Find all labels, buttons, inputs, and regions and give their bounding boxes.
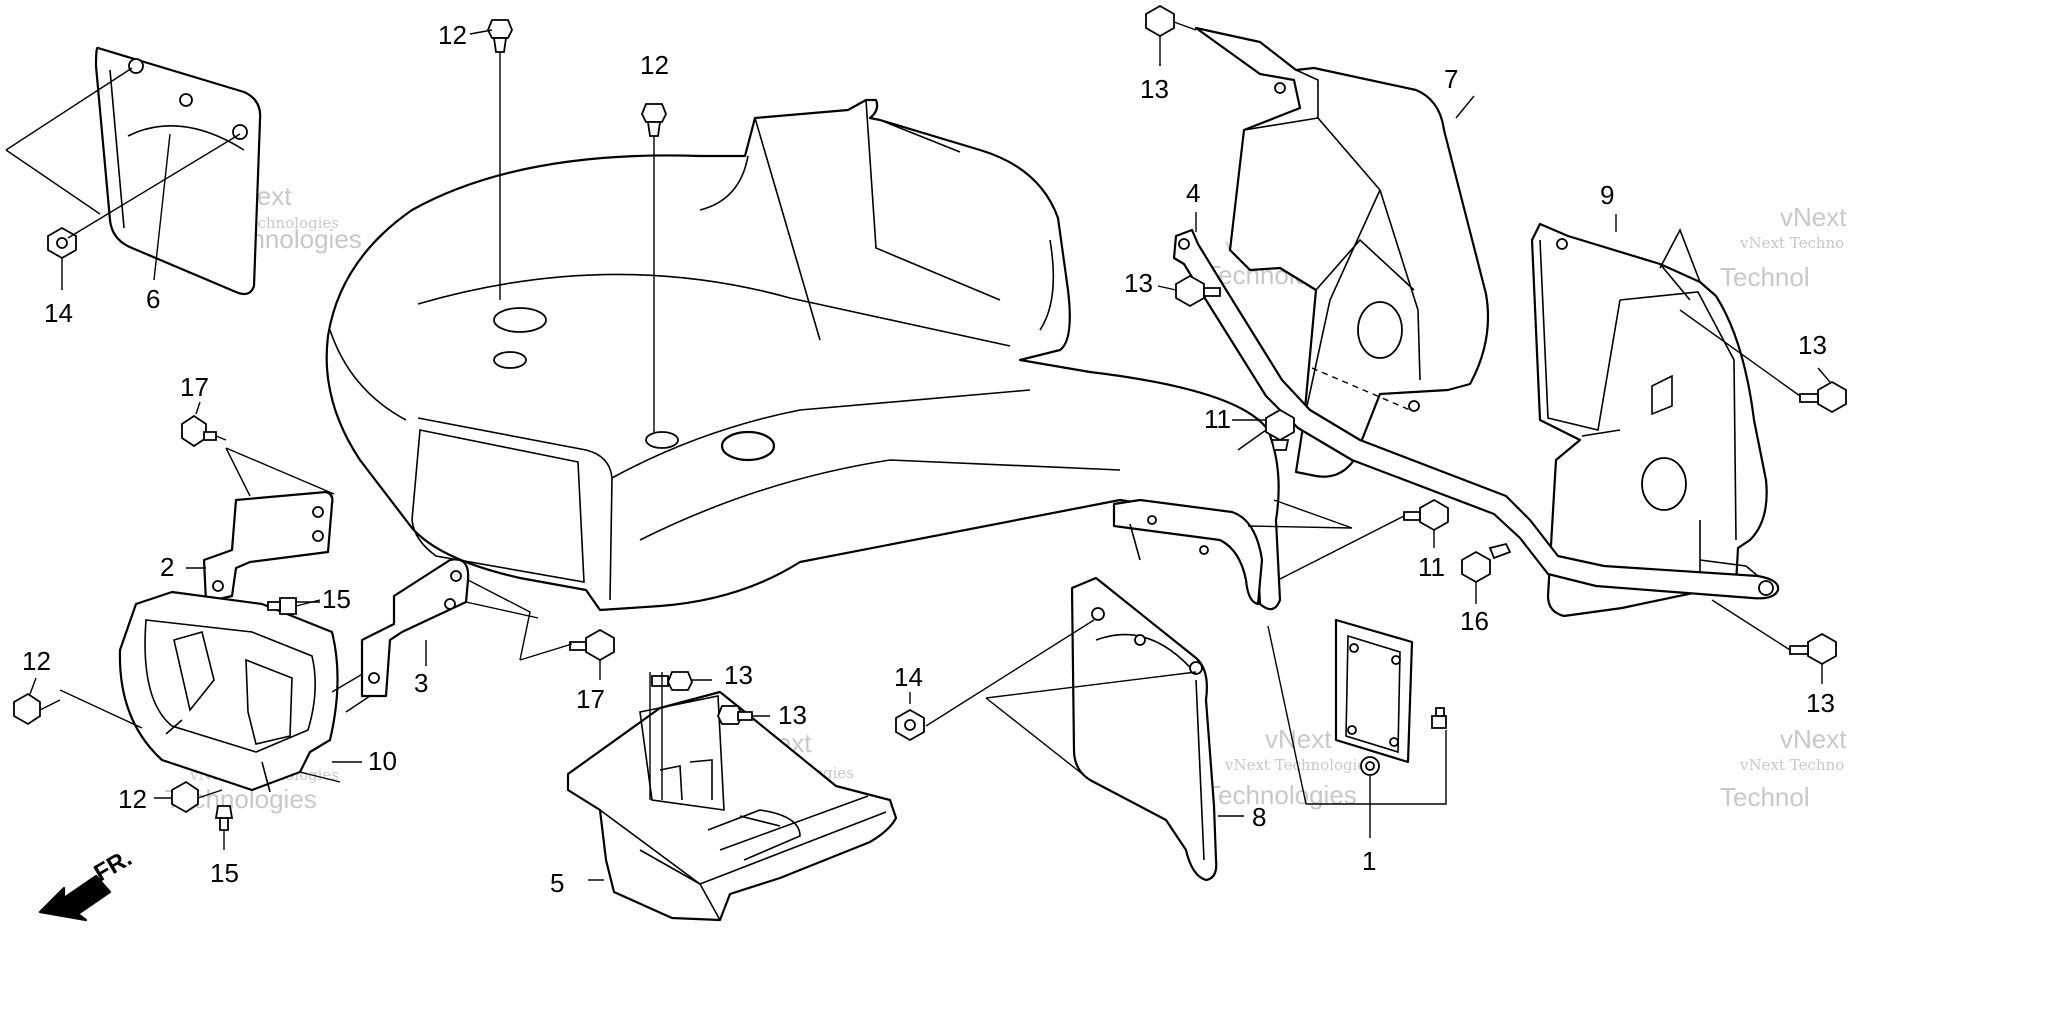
bolt-13-top <box>1145 4 1175 38</box>
callout-12b: 12 <box>640 50 669 80</box>
part-10-lower-guard <box>118 590 339 793</box>
callout-17a: 17 <box>180 372 209 402</box>
callout-13b: 13 <box>778 700 807 730</box>
screw-15-upper <box>267 597 297 615</box>
callout-7: 7 <box>1444 64 1458 94</box>
part-1-plate <box>1334 618 1414 764</box>
bolt-12-guard-bottom <box>171 780 199 814</box>
bolt-11-upper <box>1265 408 1295 451</box>
callout-11b: 11 <box>1418 552 1445 582</box>
callout-13a: 13 <box>724 660 753 690</box>
screw-1-right <box>1431 707 1447 729</box>
front-direction-indicator: FR. <box>38 844 136 922</box>
bolt-13-right-lower <box>1789 632 1837 666</box>
part-7-fender-flap <box>1194 26 1490 478</box>
bolt-12-fender-center <box>641 103 667 137</box>
bolt-16 <box>1461 542 1512 584</box>
svg-text:vNext: vNext <box>1780 724 1847 754</box>
part-5-tray <box>566 690 898 922</box>
part-4-support-rod <box>1172 228 1780 600</box>
part-9-fender-flap <box>1530 222 1768 618</box>
nut-14-top-left <box>47 226 77 260</box>
part-8-inner-flap <box>1070 576 1218 882</box>
callout-13e: 13 <box>1798 330 1827 360</box>
screw-15-lower <box>214 805 234 831</box>
callout-labels: 14 6 12 12 17 2 15 3 17 12 10 12 15 5 13… <box>22 20 1835 898</box>
bolt-12-guard-left <box>13 692 41 726</box>
callout-13f: 13 <box>1806 688 1835 718</box>
nut-1-bottom <box>1360 756 1380 776</box>
svg-text:Technologies: Technologies <box>1205 780 1357 810</box>
callout-15b: 15 <box>210 858 239 888</box>
callout-9: 9 <box>1600 180 1614 210</box>
callout-12c: 12 <box>22 646 51 676</box>
svg-text:vNext Techno: vNext Techno <box>1739 756 1844 774</box>
front-fender-body <box>325 98 1282 612</box>
callout-13c: 13 <box>1140 74 1169 104</box>
callout-11a: 11 <box>1204 404 1231 434</box>
callout-4: 4 <box>1186 178 1200 208</box>
bolt-13-tray-right <box>717 705 753 725</box>
callout-14a: 14 <box>44 298 73 328</box>
bolt-17-center <box>569 628 615 662</box>
callout-1: 1 <box>1362 846 1376 876</box>
callout-17b: 17 <box>576 684 605 714</box>
svg-text:vNext Techno: vNext Techno <box>1739 234 1844 252</box>
callout-12a: 12 <box>438 20 467 50</box>
nut-14-center <box>895 708 925 742</box>
watermark-g: vNext Technologies vNext Technologies <box>1205 724 1374 810</box>
callout-2: 2 <box>160 552 174 582</box>
callout-8: 8 <box>1252 802 1266 832</box>
svg-text:vNext Technologies: vNext Technologies <box>1224 756 1374 774</box>
svg-text:vNext: vNext <box>1780 202 1847 232</box>
callout-15a: 15 <box>322 584 351 614</box>
bolt-17-left <box>181 414 217 448</box>
watermark-h: vNext Techno vNext Technol <box>1720 724 1847 812</box>
bolt-11-lower <box>1403 498 1449 532</box>
svg-text:vNext: vNext <box>1265 724 1332 754</box>
bolt-13-right-upper <box>1799 380 1847 414</box>
svg-text:Technol: Technol <box>1720 782 1810 812</box>
callout-14b: 14 <box>894 662 923 692</box>
callout-16: 16 <box>1460 606 1489 636</box>
callout-5: 5 <box>550 868 564 898</box>
bolt-12-fender-left <box>487 19 513 53</box>
callout-6: 6 <box>146 284 160 314</box>
svg-text:Technol: Technol <box>1720 262 1810 292</box>
callout-13d: 13 <box>1124 268 1153 298</box>
callout-12d: 12 <box>118 784 147 814</box>
part-3-bracket <box>360 558 470 698</box>
watermark-d: vNext Techno vNext Technol <box>1720 202 1847 292</box>
callout-3: 3 <box>414 668 428 698</box>
part-2-bracket <box>202 490 334 604</box>
callout-10: 10 <box>368 746 397 776</box>
bolt-13-tray-left <box>651 671 693 691</box>
bolt-13-rod-left <box>1175 274 1221 308</box>
